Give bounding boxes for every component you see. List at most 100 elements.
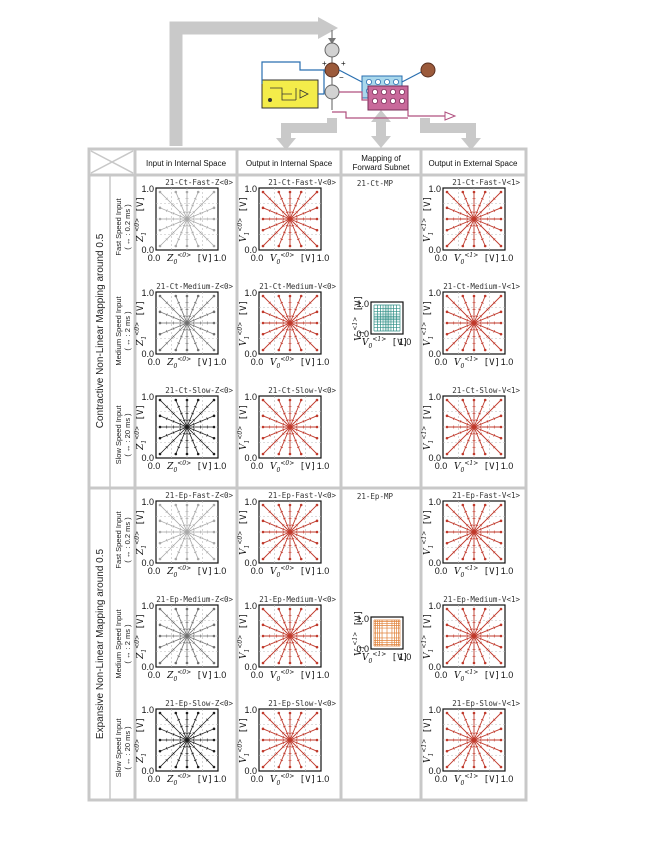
trajectory-tick <box>268 313 271 317</box>
trajectory-tick <box>275 327 278 331</box>
trajectory-endpoint <box>261 190 265 194</box>
trajectory-tick <box>459 419 462 423</box>
trajectory-tick <box>296 446 300 449</box>
y-tick-max: 1.0 <box>141 184 154 194</box>
trajectory-tick <box>309 417 312 421</box>
trajectory-tick <box>275 640 278 644</box>
trajectory-tick <box>188 419 192 422</box>
y-tick-min: 0.0 <box>244 558 257 568</box>
trajectory-endpoint <box>174 348 178 352</box>
trajectory-tick <box>478 621 482 624</box>
trajectory-tick <box>172 725 175 728</box>
trajectory-endpoint <box>158 645 162 649</box>
trajectory-endpoint <box>158 310 162 314</box>
trajectory-endpoint <box>261 244 265 248</box>
plot-title: 21-Ct-Medium-Z<0> <box>156 282 233 291</box>
y-axis-label: V1<0> [V] <box>237 613 251 659</box>
trajectory-tick <box>179 412 183 415</box>
trajectory-endpoint <box>212 244 216 248</box>
trajectory-tick <box>308 758 312 762</box>
trajectory-tick <box>486 628 489 632</box>
trajectory-tick <box>172 223 175 227</box>
trajectory-tick <box>188 641 192 644</box>
trajectory-endpoint <box>212 190 216 194</box>
trajectory-tick <box>479 533 482 537</box>
trajectory-tick <box>280 718 284 721</box>
trajectory-endpoint <box>315 332 319 336</box>
trajectory-tick <box>486 544 489 547</box>
trajectory-tick <box>465 314 469 318</box>
trajectory-tick <box>308 301 312 305</box>
trajectory-endpoint <box>499 711 503 715</box>
trajectory-tick <box>281 627 285 631</box>
trajectory-tick <box>295 432 299 436</box>
trajectory-tick <box>199 544 202 547</box>
speed-label: Fast Speed Input <box>114 511 123 569</box>
trajectory-tick <box>172 744 175 748</box>
y-axis-label: V1<0> [V] <box>237 717 251 763</box>
mapping-plot: 1.00.01.0V0<1> [V]V1<1> [V] <box>352 610 411 665</box>
trajectory-tick <box>281 731 285 735</box>
trajectory-tick <box>452 654 456 658</box>
trajectory-tick <box>302 211 305 215</box>
trajectory-tick <box>475 628 479 631</box>
trajectory-endpoint <box>499 607 503 611</box>
trajectory-endpoint <box>483 244 487 248</box>
trajectory-tick <box>188 745 192 748</box>
trajectory-tick <box>469 211 473 214</box>
trajectory-endpoint <box>483 557 487 561</box>
trajectory-tick <box>465 745 469 749</box>
trajectory-tick <box>479 214 482 218</box>
trajectory-endpoint <box>499 738 503 742</box>
trajectory-tick <box>294 517 298 520</box>
x-axis-label: V0<1> [V] <box>454 252 500 266</box>
trajectory-tick <box>466 318 469 322</box>
trajectory-endpoint <box>174 244 178 248</box>
x-tick-min: 0.0 <box>251 774 264 784</box>
up-arrowhead-icon <box>371 110 391 122</box>
plot-title: 21-Ct-Fast-V<1> <box>452 178 520 187</box>
trajectory-tick <box>302 524 305 528</box>
trajectory-tick <box>268 197 272 201</box>
trajectory-tick <box>165 510 169 514</box>
trajectory-tick <box>179 318 182 322</box>
trajectory-tick <box>295 627 299 631</box>
trajectory-tick <box>466 735 469 739</box>
y-axis-label: Z1<0> [V] <box>134 300 148 347</box>
speed-label: Medium Speed Input <box>114 295 123 365</box>
trajectory-tick <box>285 641 289 644</box>
trajectory-endpoint <box>315 190 319 194</box>
trajectory-tick <box>295 314 299 318</box>
trajectory-tick <box>275 621 278 624</box>
trajectory-tick <box>193 301 197 304</box>
trajectory-tick <box>178 418 182 422</box>
trajectory-tick <box>282 318 285 322</box>
trajectory-tick <box>172 335 175 338</box>
trajectory-tick <box>177 614 181 617</box>
trajectory-tick <box>179 220 182 224</box>
trajectory-endpoint <box>445 623 449 627</box>
trajectory-endpoint <box>212 749 216 753</box>
trajectory-tick <box>280 510 284 513</box>
trajectory-tick <box>172 231 175 234</box>
trajectory-tick <box>475 315 479 318</box>
trajectory-tick <box>192 735 195 739</box>
trajectory-tick <box>275 439 278 442</box>
x-tick-max: 1.0 <box>317 566 330 576</box>
trajectory-endpoint <box>212 634 216 638</box>
trajectory-tick <box>275 725 278 728</box>
trajectory-endpoint <box>483 503 487 507</box>
trajectory-tick <box>280 301 284 304</box>
trajectory-endpoint <box>299 452 303 456</box>
trajectory-endpoint <box>472 452 476 456</box>
trajectory-tick <box>275 419 278 423</box>
trajectory-tick <box>179 533 182 537</box>
trajectory-tick <box>165 417 168 421</box>
trajectory-endpoint <box>196 398 200 402</box>
trajectory-tick <box>199 640 202 644</box>
trajectory-tick <box>188 628 192 631</box>
trajectory-tick <box>308 237 312 241</box>
trajectory-tick <box>486 211 489 215</box>
